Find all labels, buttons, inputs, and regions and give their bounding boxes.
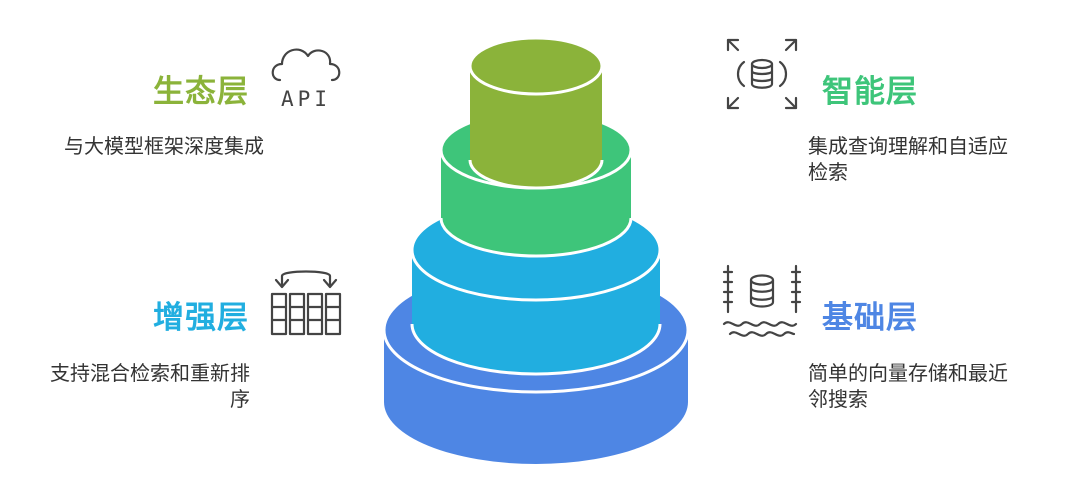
enhancement-description: 支持混合检索和重新排 序 bbox=[14, 360, 250, 412]
enhancement-description-line2: 序 bbox=[230, 387, 250, 411]
database-expand-icon bbox=[722, 36, 802, 116]
cloud-api-icon: API bbox=[266, 36, 346, 116]
columns-rerank-icon bbox=[266, 262, 346, 342]
foundation-description-line1: 简单的向量存储和最近 bbox=[808, 361, 1008, 385]
ecosystem-cylinder bbox=[468, 36, 604, 190]
intelligence-description-line1: 集成查询理解和自适应 bbox=[808, 134, 1008, 158]
database-waves-icon bbox=[722, 260, 802, 340]
enhancement-description-line1: 支持混合检索和重新排 bbox=[50, 361, 250, 385]
intelligence-description-line2: 检索 bbox=[808, 160, 848, 184]
intelligence-description: 集成查询理解和自适应 检索 bbox=[808, 133, 1068, 185]
enhancement-title: 增强层 bbox=[153, 300, 249, 336]
intelligence-title: 智能层 bbox=[822, 74, 918, 110]
foundation-description: 简单的向量存储和最近 邻搜索 bbox=[808, 360, 1068, 412]
ecosystem-title: 生态层 bbox=[153, 74, 249, 110]
foundation-description-line2: 邻搜索 bbox=[808, 387, 868, 411]
foundation-title: 基础层 bbox=[822, 300, 918, 336]
ecosystem-description: 与大模型框架深度集成 bbox=[64, 134, 264, 158]
api-label: API bbox=[281, 87, 331, 111]
